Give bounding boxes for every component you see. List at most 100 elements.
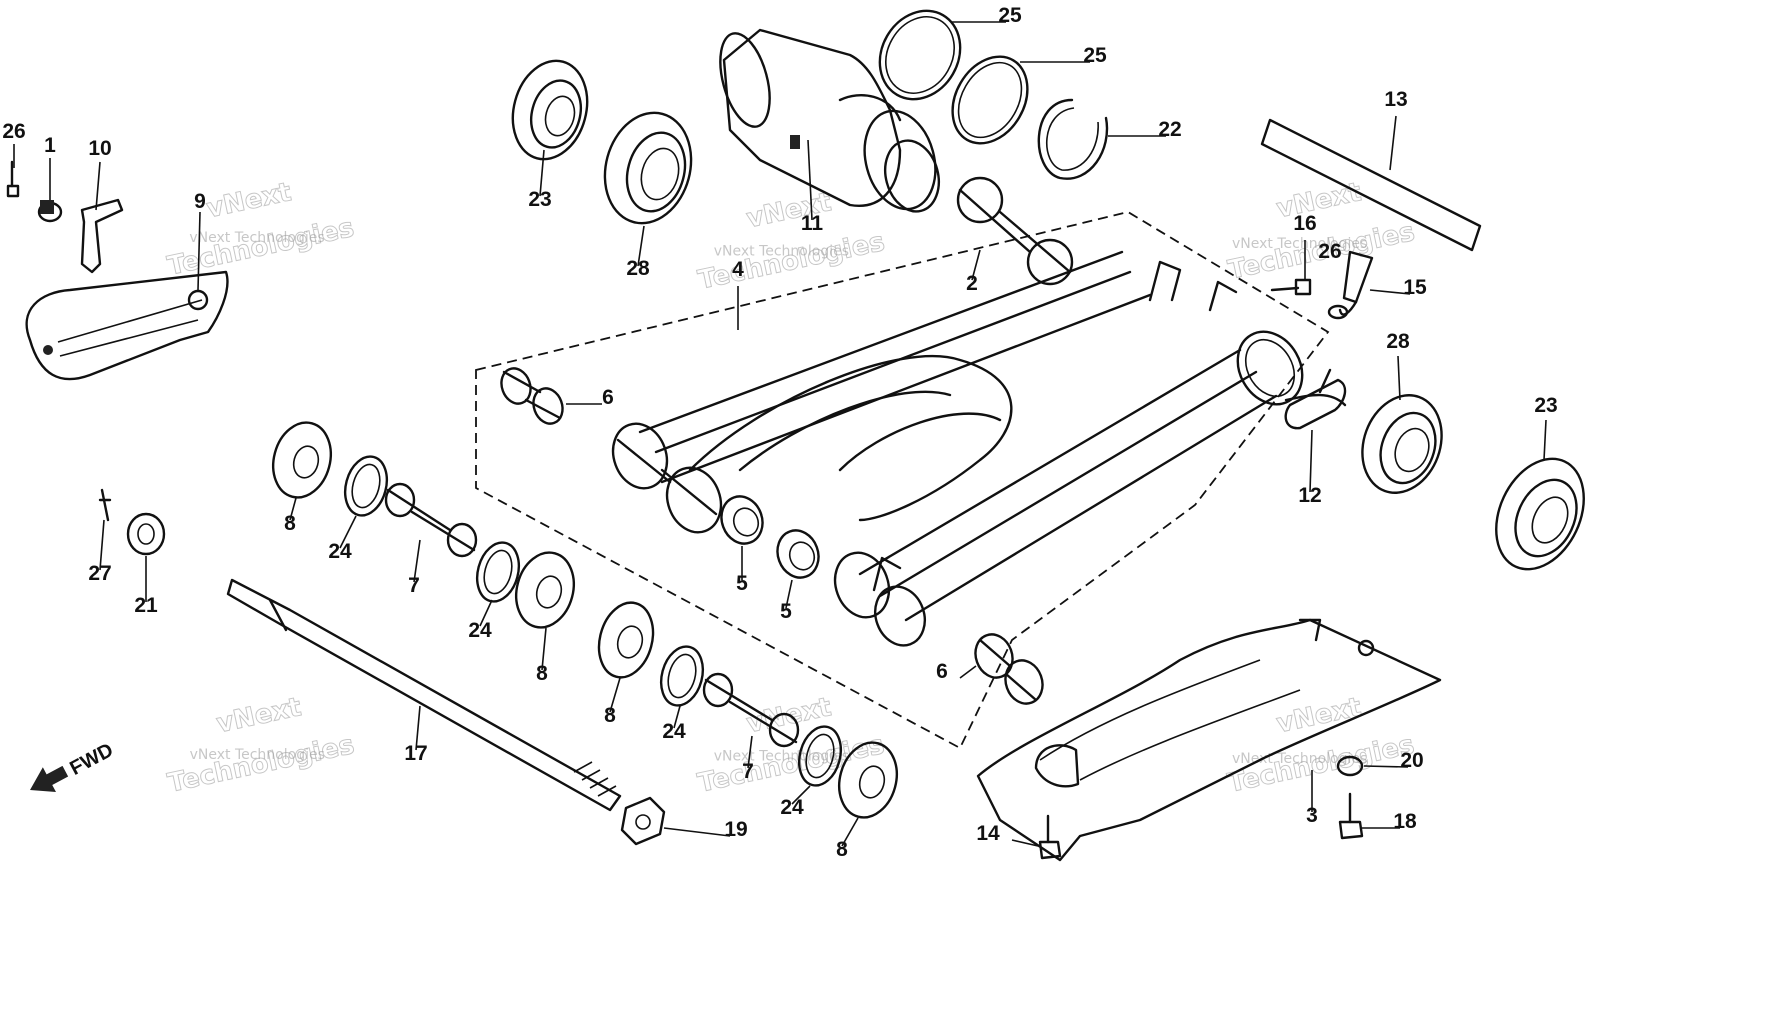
dust-seal-8-b <box>515 551 575 629</box>
callout-26: 26 <box>1318 240 1341 263</box>
watermark-brand-small-4: vNext Technologies <box>190 747 325 763</box>
nut-19 <box>620 796 666 846</box>
callout-23: 23 <box>1534 394 1557 417</box>
watermark-brand-big-4: vNext <box>214 692 304 739</box>
bolt-14 <box>1038 814 1062 860</box>
callout-24: 24 <box>328 540 352 563</box>
callout-10: 10 <box>88 137 111 160</box>
skid-plate-3 <box>976 618 1442 862</box>
callout-1: 1 <box>44 134 56 157</box>
watermark-4: vNext vNext Technologies Technologies <box>165 692 358 800</box>
dust-seal-8-a <box>272 421 332 499</box>
washer-24-d <box>797 725 843 787</box>
callout-5: 5 <box>736 572 748 595</box>
callout-7: 7 <box>742 760 754 783</box>
watermark-brand-small-3: vNext Technologies <box>1232 236 1367 252</box>
bearing-28-right <box>1361 394 1443 494</box>
callout-21: 21 <box>134 594 158 617</box>
callout-28: 28 <box>1386 330 1410 353</box>
watermark-brand-small-5: vNext Technologies <box>714 748 849 764</box>
leader-lines <box>13 21 1547 847</box>
callout-13: 13 <box>1384 88 1407 111</box>
axle-housing-11 <box>719 28 940 213</box>
watermark-5: vNext vNext Technologies Technologies <box>695 692 888 800</box>
oil-seal-23-top <box>511 59 589 161</box>
bushing-5-b <box>776 529 820 579</box>
callout-17: 17 <box>404 742 427 765</box>
watermark-brand-small-1: vNext Technologies <box>189 230 324 246</box>
washer-24-a <box>343 455 389 517</box>
bushing-6-top <box>500 367 564 425</box>
dust-seal-8-c <box>597 601 655 679</box>
watermark-brand-big-3: vNext <box>1274 177 1364 224</box>
washer-24-c <box>659 645 705 707</box>
callout-25: 25 <box>998 4 1022 27</box>
bolt-18 <box>1338 792 1364 840</box>
adjuster-12 <box>1284 368 1347 430</box>
callout-14: 14 <box>976 822 1000 845</box>
callout-19: 19 <box>724 818 747 841</box>
callout-8: 8 <box>284 512 296 535</box>
washer-21 <box>126 512 166 556</box>
collar-7-a <box>384 482 478 558</box>
callout-23: 23 <box>528 188 551 211</box>
callout-3: 3 <box>1306 804 1318 827</box>
callout-26: 26 <box>2 120 25 143</box>
bushing-5-a <box>720 495 764 545</box>
watermark-1: vNext vNext Technologies Technologies <box>164 177 357 282</box>
callout-6: 6 <box>936 660 948 683</box>
washer-26-right <box>1327 304 1349 320</box>
ring-25-mid <box>951 55 1029 145</box>
forward-arrow-icon <box>30 765 69 793</box>
dust-seal-8-d <box>838 741 898 819</box>
assembly-boundary <box>475 211 1330 750</box>
fwd-label: FWD <box>66 739 117 780</box>
callout-11: 11 <box>801 212 824 235</box>
bracket-10 <box>80 198 124 274</box>
callout-7: 7 <box>408 574 420 597</box>
watermark-6: vNext vNext Technologies Technologies <box>1225 692 1418 800</box>
callout-27: 27 <box>88 562 111 585</box>
watermark-brand-small-2: vNext Technologies <box>714 243 849 259</box>
pivot-bolt-17 <box>226 578 622 812</box>
callout-8: 8 <box>604 704 616 727</box>
callout-20: 20 <box>1400 749 1423 772</box>
watermark-group: vNext vNext Technologies Technologies vN… <box>164 177 1418 800</box>
callout-12: 12 <box>1298 484 1321 507</box>
callout-28: 28 <box>626 257 650 280</box>
callout-24: 24 <box>468 619 492 642</box>
watermark-brand-small-6: vNext Technologies <box>1232 751 1367 767</box>
watermark-brand-big-1b: Technologies <box>165 213 357 282</box>
strip-13 <box>1260 118 1482 252</box>
callout-25: 25 <box>1083 44 1107 67</box>
bracket-15 <box>1338 250 1374 316</box>
callout-2: 2 <box>966 272 978 295</box>
ring-25-top <box>878 9 962 101</box>
nut-1 <box>37 200 63 223</box>
callout-9: 9 <box>194 190 206 213</box>
callout-15: 15 <box>1403 276 1427 299</box>
bolt-26-left <box>6 160 20 198</box>
swingarm <box>611 250 1347 647</box>
callout-16: 16 <box>1293 212 1316 235</box>
circlip-22 <box>1037 98 1109 180</box>
callout-22: 22 <box>1158 118 1181 141</box>
bushing-6-bottom <box>974 633 1044 705</box>
watermark-brand-big-4b: Technologies <box>165 730 357 799</box>
watermark-brand-big-1: vNext <box>204 177 294 224</box>
pin-27 <box>98 488 112 522</box>
washer-20 <box>1336 755 1364 777</box>
callout-8: 8 <box>536 662 548 685</box>
callout-4: 4 <box>732 258 744 281</box>
watermark-brand-big-6b: Technologies <box>1225 730 1417 799</box>
washer-24-b <box>475 541 521 603</box>
watermark-brand-big-2b: Technologies <box>696 227 888 296</box>
callout-24: 24 <box>780 796 804 819</box>
oil-seal-23-right <box>1495 457 1585 571</box>
callout-24: 24 <box>662 720 686 743</box>
bolt-16 <box>1270 278 1312 296</box>
spacer-tube-2 <box>956 176 1074 286</box>
callout-5: 5 <box>780 600 792 623</box>
